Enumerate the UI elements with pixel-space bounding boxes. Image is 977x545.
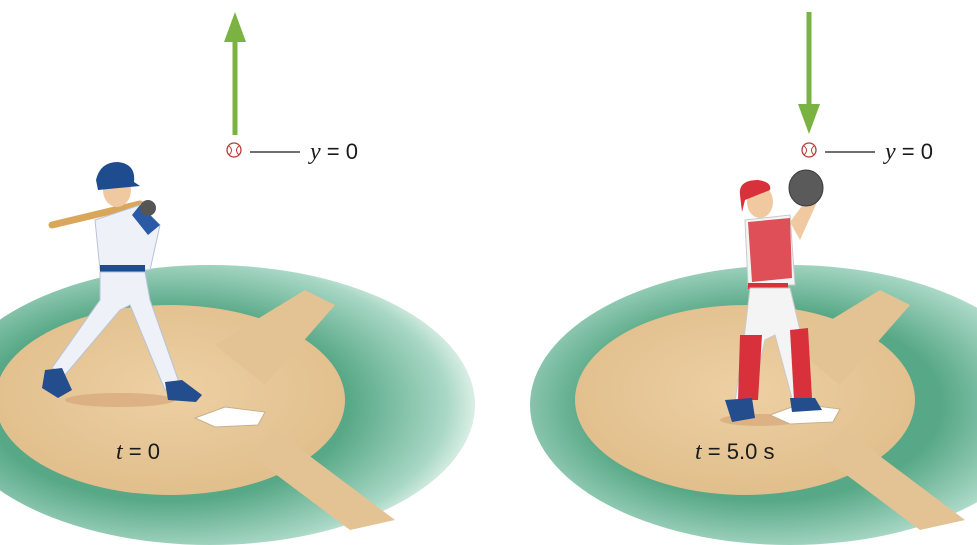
baseball-icon	[802, 143, 816, 157]
batter-shadow	[65, 393, 175, 407]
batter-gloves	[140, 200, 156, 216]
infield-left	[0, 265, 475, 545]
chest-protector	[748, 218, 792, 282]
catcher-mitt	[789, 170, 823, 206]
reference-label-left: y = 0	[310, 140, 358, 164]
shin-guard-left	[738, 335, 762, 400]
time-label-right: t = 5.0 s	[695, 440, 774, 464]
arrow-down-icon	[798, 12, 820, 134]
arrow-up-icon	[224, 12, 246, 135]
reference-label-right: y = 0	[885, 140, 933, 164]
time-label-left: t = 0	[116, 440, 160, 464]
batter-helmet	[96, 162, 140, 190]
left-panel	[0, 12, 475, 545]
right-panel	[530, 12, 977, 545]
baseball-icon	[227, 143, 241, 157]
